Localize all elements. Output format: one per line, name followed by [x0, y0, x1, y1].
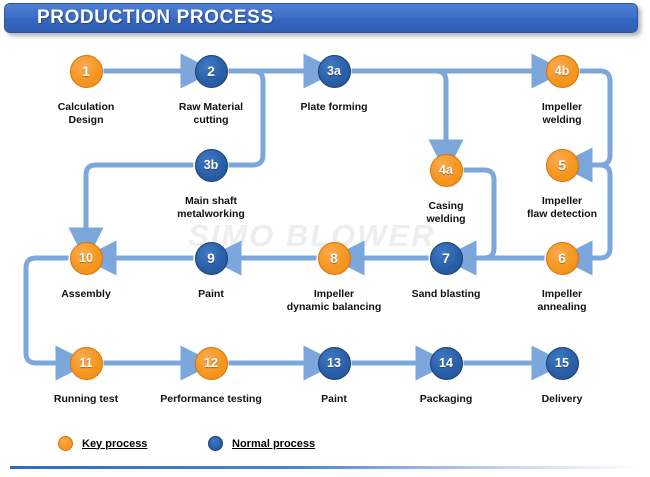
process-node-2[interactable]: 2 — [194, 54, 228, 88]
normal-process-dot-icon — [208, 436, 223, 451]
bottom-divider — [10, 466, 640, 469]
legend-label-normal-process: Normal process — [232, 437, 316, 450]
process-node-3b[interactable]: 3b — [194, 148, 228, 182]
process-node-11[interactable]: 11 — [69, 346, 103, 380]
process-label-8: Impeller dynamic balancing — [286, 288, 382, 314]
connector-3a-to-4a — [390, 68, 464, 175]
process-node-10[interactable]: 10 — [69, 241, 103, 275]
process-label-2: Raw Material cutting — [178, 101, 244, 127]
process-label-4b: Impeller welding — [541, 101, 583, 127]
process-label-12: Performance testing — [160, 393, 262, 405]
process-node-12[interactable]: 12 — [194, 346, 228, 380]
process-node-13[interactable]: 13 — [317, 346, 351, 380]
page-title: PRODUCTION PROCESS — [37, 7, 274, 28]
process-label-4a: Casing welding — [426, 200, 466, 226]
legend-item-key-process: Key process — [58, 436, 147, 451]
connector-3b-to-10 — [68, 162, 194, 263]
process-node-3a[interactable]: 3a — [317, 54, 351, 88]
process-node-14[interactable]: 14 — [429, 346, 463, 380]
process-label-3b: Main shaft metalworking — [177, 195, 245, 221]
process-label-6: Impeller annealing — [537, 288, 587, 314]
process-label-9: Paint — [198, 288, 224, 300]
process-node-1[interactable]: 1 — [69, 54, 103, 88]
process-label-10: Assembly — [61, 288, 111, 300]
process-node-4b[interactable]: 4b — [545, 54, 579, 88]
process-label-3a: Plate forming — [300, 101, 368, 113]
process-label-1: Calculation Design — [57, 101, 115, 127]
process-label-11: Running test — [53, 393, 119, 405]
connector-10-to-11 — [23, 255, 91, 381]
process-node-4a[interactable]: 4a — [429, 153, 463, 187]
process-label-14: Packaging — [419, 393, 473, 405]
process-label-7: Sand blasting — [411, 288, 481, 300]
title-bar: PRODUCTION PROCESS — [4, 3, 638, 33]
connector-2-to-3b — [228, 68, 266, 168]
process-node-5[interactable]: 5 — [545, 148, 579, 182]
connector-5-to-6 — [557, 162, 613, 276]
legend-item-normal-process: Normal process — [208, 436, 315, 451]
key-process-dot-icon — [58, 436, 73, 451]
process-label-15: Delivery — [541, 393, 583, 405]
process-node-9[interactable]: 9 — [194, 241, 228, 275]
connector-lines — [23, 53, 613, 381]
process-node-6[interactable]: 6 — [545, 241, 579, 275]
process-label-13: Paint — [321, 393, 347, 405]
process-node-8[interactable]: 8 — [317, 241, 351, 275]
legend: Key process Normal process — [0, 432, 650, 462]
process-node-7[interactable]: 7 — [429, 241, 463, 275]
legend-label-key-process: Key process — [82, 437, 148, 450]
process-node-15[interactable]: 15 — [545, 346, 579, 380]
process-label-5: Impeller flaw detection — [526, 195, 597, 221]
